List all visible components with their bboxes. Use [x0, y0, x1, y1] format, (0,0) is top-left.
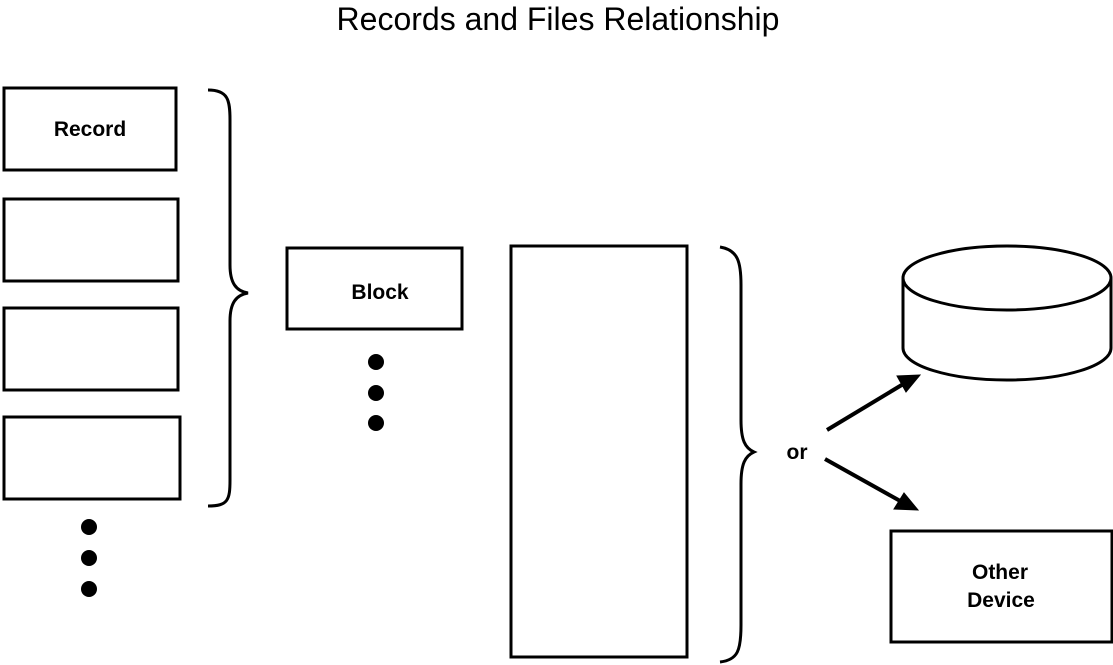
diagram-title: Records and Files Relationship	[337, 1, 780, 37]
ellipsis-dot	[368, 415, 384, 431]
ellipsis-dot	[81, 581, 97, 597]
ellipsis-dot	[81, 519, 97, 535]
record-box-4	[2, 415, 182, 501]
record-label: Record	[54, 118, 126, 141]
ellipsis-dot	[81, 550, 97, 566]
other-device-label-line1: Other	[972, 561, 1028, 584]
record-box-3	[2, 306, 180, 392]
arrow-head-disk	[896, 374, 922, 393]
disk-storage-icon	[901, 244, 1113, 382]
record-stack	[2, 86, 182, 501]
block-label: Block	[351, 281, 409, 304]
block-ellipsis	[368, 354, 384, 431]
block-box	[285, 246, 464, 331]
ellipsis-dot	[368, 385, 384, 401]
ellipsis-dot	[368, 354, 384, 370]
arrows	[824, 374, 922, 511]
records-brace	[207, 88, 249, 508]
arrow-to-device	[824, 457, 903, 504]
file-brace	[719, 245, 758, 664]
arrow-to-disk	[825, 381, 907, 432]
record-box-2	[2, 197, 180, 283]
arrow-head-device	[893, 492, 920, 511]
file-box	[509, 244, 689, 659]
record-box-1	[2, 86, 178, 172]
other-device-label-line2: Device	[967, 589, 1035, 612]
or-label: or	[787, 441, 808, 464]
record-ellipsis	[81, 519, 97, 597]
other-device-box	[889, 529, 1113, 644]
